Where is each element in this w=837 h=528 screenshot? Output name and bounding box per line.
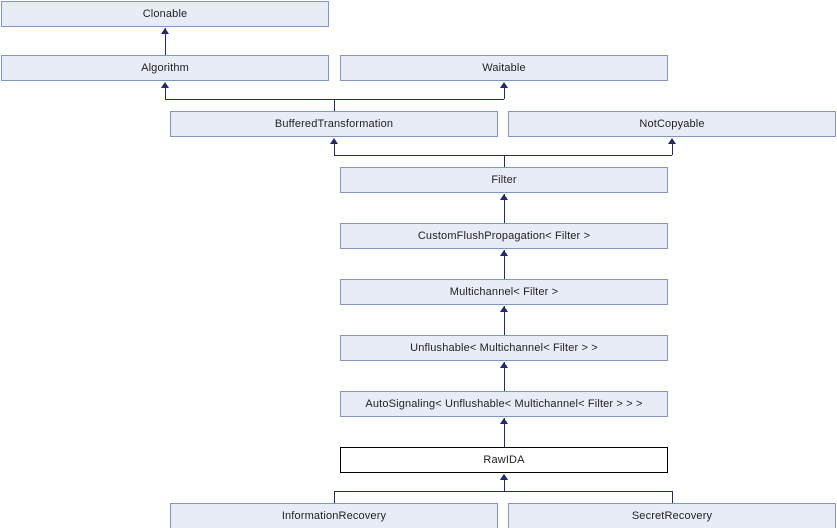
class-node-filter[interactable]: Filter <box>340 167 668 193</box>
class-node-autosignaling[interactable]: AutoSignaling< Unflushable< Multichannel… <box>340 391 668 417</box>
class-node-waitable[interactable]: Waitable <box>340 55 668 81</box>
inheritance-arrowhead <box>500 474 508 480</box>
class-node-clonable[interactable]: Clonable <box>1 1 329 27</box>
class-node-label: RawIDA <box>483 453 525 466</box>
class-node-label: Waitable <box>482 61 526 74</box>
edge-segment-vertical <box>504 418 505 447</box>
class-node-label: AutoSignaling< Unflushable< Multichannel… <box>365 397 643 410</box>
edge-segment-vertical <box>504 194 505 223</box>
class-node-customflushpropagation[interactable]: CustomFlushPropagation< Filter > <box>340 223 668 249</box>
class-node-label: SecretRecovery <box>631 509 713 522</box>
edge-segment-vertical <box>334 143 335 155</box>
class-node-secretrecovery[interactable]: SecretRecovery <box>508 503 836 528</box>
edge-segment-horizontal <box>165 99 334 100</box>
class-node-bufferedtransformation[interactable]: BufferedTransformation <box>170 111 498 137</box>
class-node-label: CustomFlushPropagation< Filter > <box>417 229 591 242</box>
edge-segment-vertical <box>672 491 673 503</box>
edge-segment-vertical <box>165 87 166 99</box>
class-node-label: Clonable <box>142 7 188 20</box>
inheritance-arrowhead <box>500 362 508 368</box>
inheritance-arrowhead <box>330 138 338 144</box>
inheritance-arrowhead <box>500 418 508 424</box>
edge-segment-vertical <box>504 306 505 335</box>
class-node-unflushable[interactable]: Unflushable< Multichannel< Filter > > <box>340 335 668 361</box>
class-node-algorithm[interactable]: Algorithm <box>1 55 329 81</box>
class-node-label: Algorithm <box>141 61 189 74</box>
edge-segment-vertical <box>334 491 335 503</box>
inheritance-arrowhead <box>668 138 676 144</box>
inheritance-arrowhead <box>500 194 508 200</box>
class-node-informationrecovery[interactable]: InformationRecovery <box>170 503 498 528</box>
class-node-label: InformationRecovery <box>281 509 387 522</box>
edge-segment-horizontal <box>334 99 504 100</box>
inheritance-arrowhead <box>161 82 169 88</box>
edge-segment-horizontal <box>504 491 672 492</box>
edge-segment-horizontal <box>334 155 504 156</box>
inheritance-arrowhead <box>500 82 508 88</box>
class-node-label: NotCopyable <box>639 117 705 130</box>
edge-segment-horizontal <box>504 155 672 156</box>
edge-segment-vertical <box>672 143 673 155</box>
edge-segment-horizontal <box>334 491 504 492</box>
class-node-rawida[interactable]: RawIDA <box>340 447 668 473</box>
inheritance-arrowhead <box>500 250 508 256</box>
edge-segment-vertical <box>504 155 505 167</box>
edge-segment-vertical <box>504 362 505 391</box>
edge-segment-vertical <box>165 28 166 55</box>
class-node-label: Multichannel< Filter > <box>449 285 559 298</box>
class-node-label: Unflushable< Multichannel< Filter > > <box>410 341 598 354</box>
class-node-multichannel[interactable]: Multichannel< Filter > <box>340 279 668 305</box>
class-node-label: BufferedTransformation <box>274 117 394 130</box>
edge-segment-vertical <box>334 99 335 111</box>
class-node-notcopyable[interactable]: NotCopyable <box>508 111 836 137</box>
edge-segment-vertical <box>504 479 505 491</box>
class-node-label: Filter <box>491 173 517 186</box>
inheritance-arrowhead <box>161 28 169 34</box>
edge-segment-vertical <box>504 250 505 279</box>
inheritance-arrowhead <box>500 306 508 312</box>
edge-segment-vertical <box>504 87 505 99</box>
